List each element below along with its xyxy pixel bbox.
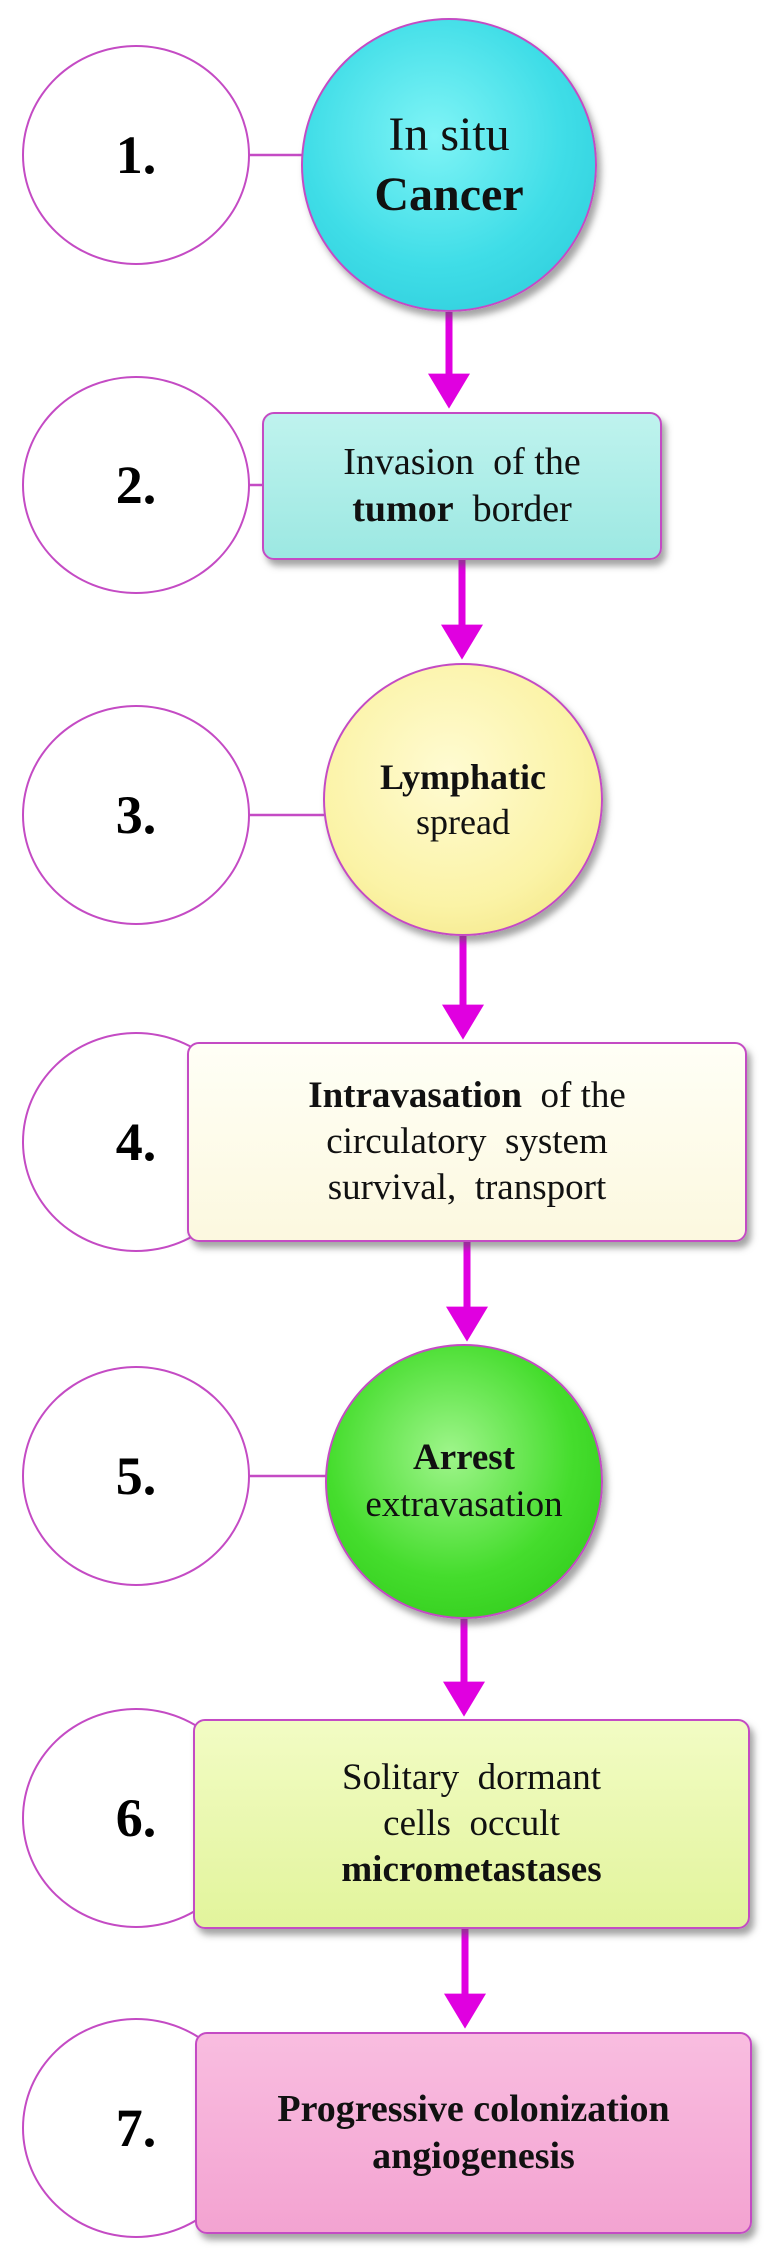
step-4-line-3: survival, transport xyxy=(328,1165,606,1211)
step-number-1: 1. xyxy=(22,45,250,265)
step-3-line-2: spread xyxy=(416,800,510,845)
step-5-text-segment: Arrest xyxy=(412,1437,516,1479)
step-1-line-1: In situ xyxy=(388,105,509,165)
step-6-line-3: micrometastases xyxy=(341,1847,601,1893)
step-2-text-segment: Invasion of the xyxy=(343,440,581,483)
step-6-line-2: cells occult xyxy=(383,1801,560,1847)
step-6-text-segment: cells occult xyxy=(383,1802,560,1844)
step-number-2: 2. xyxy=(22,376,250,594)
step-7-text-segment: Progressive colonization xyxy=(277,2087,670,2130)
step-4-line-2: circulatory system xyxy=(326,1119,608,1165)
step-3-text-segment: spread xyxy=(416,801,510,842)
step-7-progressive-colonization: Progressive colonization angiogenesis xyxy=(195,2032,752,2234)
step-7-text-segment: angiogenesis xyxy=(372,2135,575,2177)
step-4-text-segment: of the xyxy=(522,1074,626,1116)
step-4-text-segment: circulatory system xyxy=(326,1120,608,1162)
step-2-text-segment: tumor xyxy=(352,488,454,530)
step-4-text-segment: survival, transport xyxy=(327,1167,607,1209)
step-2-text-segment: border xyxy=(453,488,572,530)
step-6-text-segment: micrometastases xyxy=(341,1849,602,1891)
step-5-line-1: Arrest xyxy=(413,1435,515,1481)
step-7-line-1: Progressive colonization xyxy=(277,2086,669,2134)
step-3-text-segment: Lymphatic xyxy=(379,756,547,797)
step-1-text-segment: Cancer xyxy=(374,168,524,221)
step-3-line-1: Lymphatic xyxy=(380,755,546,800)
step-1-line-2: Cancer xyxy=(374,165,523,225)
step-1-text-segment: In situ xyxy=(388,108,510,161)
step-6-text-segment: Solitary dormant xyxy=(342,1756,601,1798)
step-4-text-segment: Intravasation xyxy=(308,1074,523,1116)
step-5-line-2: extravasation xyxy=(365,1482,562,1528)
step-6-line-1: Solitary dormant xyxy=(342,1755,601,1801)
step-number-3: 3. xyxy=(22,705,250,925)
step-7-line-2: angiogenesis xyxy=(372,2133,575,2181)
step-5-text-segment: extravasation xyxy=(365,1483,563,1525)
step-2-line-2: tumor border xyxy=(352,486,572,534)
step-number-5: 5. xyxy=(22,1366,250,1586)
step-2-line-1: Invasion of the xyxy=(343,439,580,487)
step-4-line-1: Intravasation of the xyxy=(308,1073,626,1119)
